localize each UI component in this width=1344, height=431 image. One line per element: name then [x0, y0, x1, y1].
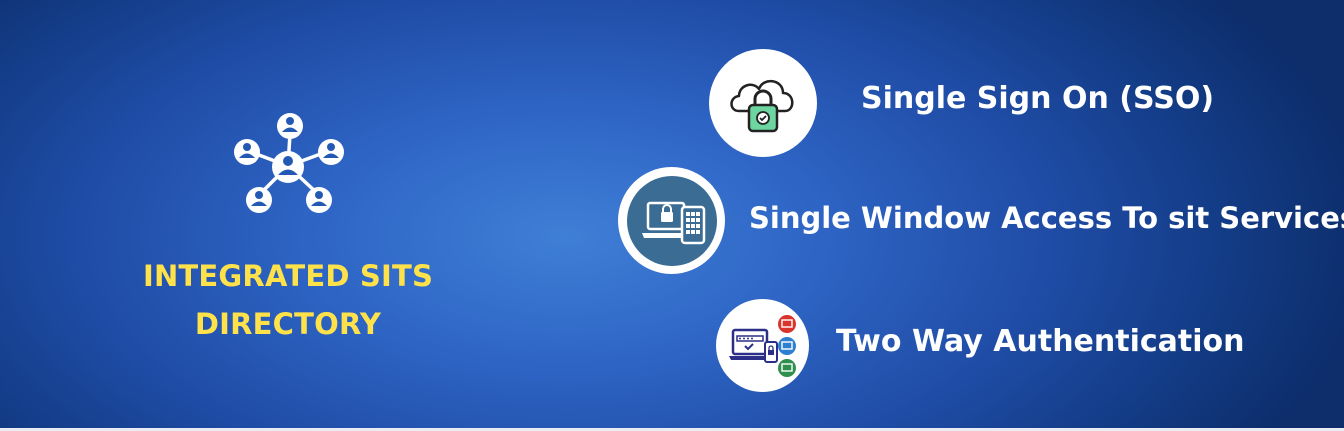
directory-title-line1: INTEGRATED SITS	[142, 259, 434, 293]
cloud-lock-icon	[709, 49, 817, 157]
directory-title: INTEGRATED SITS DIRECTORY	[110, 252, 466, 348]
feature-label-sso: Single Sign On (SSO)	[861, 81, 1215, 116]
network-users-icon	[230, 108, 346, 218]
feature-label-two-way-authentication: Two Way Authentication	[836, 324, 1245, 359]
devices-authentication-icon	[716, 299, 809, 392]
directory-title-line2: DIRECTORY	[194, 307, 382, 341]
feature-label-single-window-access: Single Window Access To sit Services	[749, 201, 1344, 235]
bottom-strip	[0, 428, 1344, 431]
laptop-keypad-lock-icon	[618, 167, 725, 274]
